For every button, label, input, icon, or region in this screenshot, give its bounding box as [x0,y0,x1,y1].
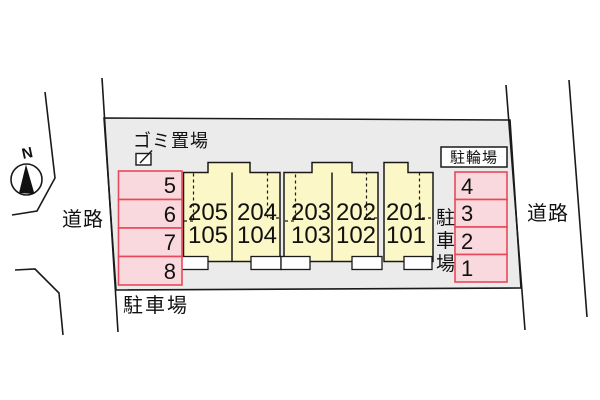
dashed-outline-unit-203 [285,173,297,222]
unit-202-upper: 202 [336,199,376,226]
parking-space-2-number: 2 [461,229,473,254]
parking-space-5 [117,170,183,201]
left-boundary-line [101,77,119,333]
entrance-porch-3 [280,255,311,271]
parking-vertical-char-2: 車 [436,230,455,252]
parking-space-7-number: 7 [164,230,176,255]
road-label-right: 道路 [527,202,569,225]
compass-circle [10,163,43,196]
right-road-outer-edge [568,79,588,318]
entrance-porch-2 [250,255,282,271]
parking-space-6 [117,198,183,229]
entrance-porch-5 [403,255,433,271]
compass-north-label: N [20,144,34,163]
garbage-area-icon [135,150,153,166]
road-label-left: 道路 [62,208,104,231]
parking-space-6-number: 6 [164,202,176,227]
left-road-upper-edge [11,91,56,216]
parking-space-8 [117,255,183,286]
parking-label-right-vertical: 駐 車 場 [436,207,455,275]
garbage-area-label: ゴミ置場 [133,131,209,151]
unit-203-upper: 203 [291,199,331,226]
compass: N [10,144,43,196]
parking-space-4-number: 4 [461,174,473,199]
unit-204-lower: 104 [237,222,277,249]
parking-space-1 [454,253,508,283]
unit-202-lower: 102 [336,222,376,249]
unit-205-lower: 105 [188,222,228,249]
unit-label-205-105: 205 105 [188,199,228,249]
parking-space-8-number: 8 [164,259,176,284]
unit-201-lower: 101 [386,222,426,249]
parking-vertical-char-1: 駐 [436,207,455,229]
bicycle-parking-label: 駐輪場 [450,150,498,167]
unit-label-204-104: 204 104 [237,199,277,249]
parking-space-1-number: 1 [461,256,473,281]
parking-label-bottom: 駐車場 [123,294,189,317]
entrance-porch-4 [351,255,383,271]
unit-203-lower: 103 [291,222,331,249]
parking-vertical-char-3: 場 [436,253,455,275]
bicycle-parking-box [440,146,508,168]
unit-label-203-103: 203 103 [291,199,331,249]
unit-label-201-101: 201 101 [386,199,426,249]
right-boundary-line [505,84,526,331]
unit-label-202-102: 202 102 [336,199,376,249]
unit-201-upper: 201 [386,199,426,226]
entrance-porch-1 [179,255,209,271]
compass-needle-icon [19,164,35,194]
parking-column-left: 5 6 7 8 [117,170,183,286]
building-block-201 [383,161,434,263]
unit-205-upper: 205 [188,199,228,226]
unit-204-upper: 204 [237,199,277,226]
parking-space-3-number: 3 [461,201,473,226]
parking-column-right: 4 3 2 1 [454,171,508,283]
parking-space-5-number: 5 [164,173,176,198]
bicycle-parking: 駐輪場 [440,146,508,168]
left-road-lower-edge [14,268,64,336]
building-block-203-202 [283,161,379,263]
